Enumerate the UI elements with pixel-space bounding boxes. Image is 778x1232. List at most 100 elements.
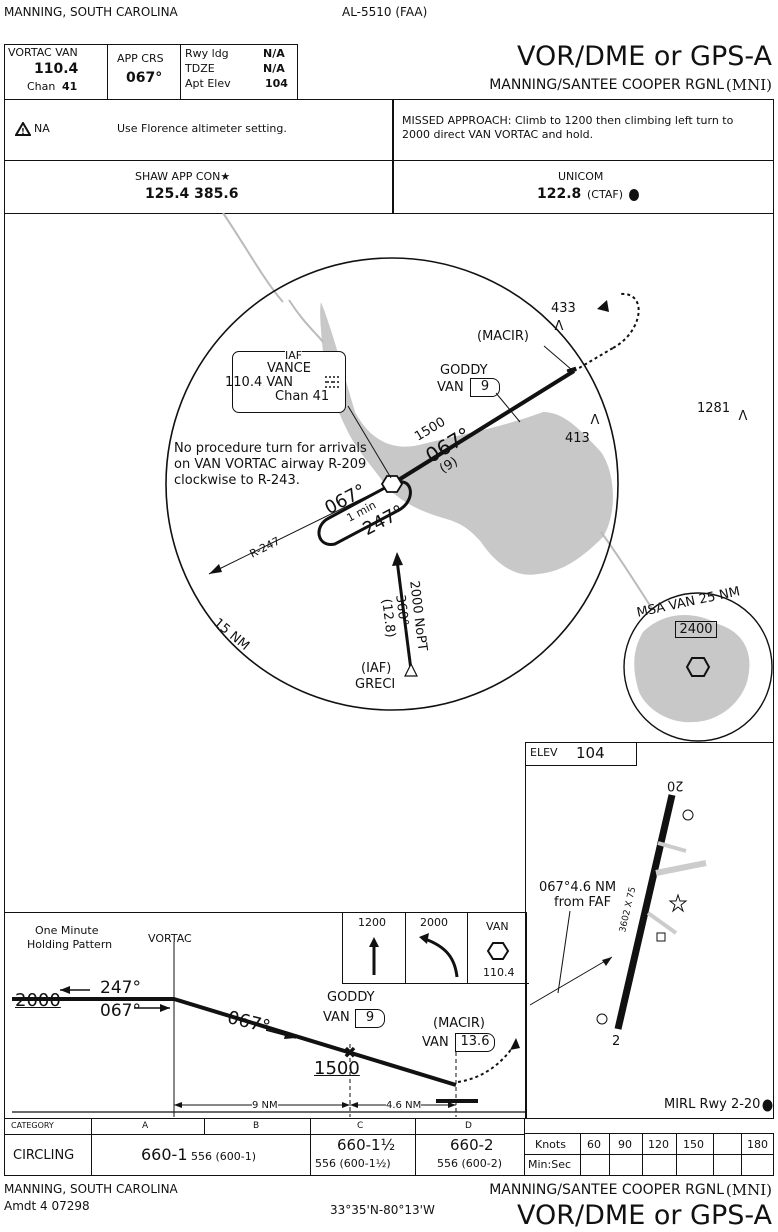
elev-label: ELEV bbox=[530, 746, 558, 759]
app-con-freqs: 125.4 385.6 bbox=[145, 186, 239, 202]
ma-alt: 2000 bbox=[420, 916, 448, 929]
climb-arrow-icon bbox=[369, 937, 379, 947]
chan-label: Chan bbox=[27, 80, 56, 93]
header-location: MANNING, SOUTH CAROLINA bbox=[4, 5, 178, 19]
svg-text:!: ! bbox=[21, 127, 25, 136]
ab-hat: 556 (600-1) bbox=[191, 1150, 257, 1163]
lighting-note: MIRL Rwy 2-20 bbox=[664, 1097, 761, 1112]
vance-name: VANCE bbox=[267, 361, 311, 376]
profile-dist-46: 4.6 NM bbox=[386, 1100, 422, 1111]
profile-view: ✖ One Minute Holding Pattern VORTAC 2000… bbox=[4, 912, 529, 1119]
knots-120: 120 bbox=[648, 1138, 669, 1151]
no-pt-note-2: on VAN VORTAC airway R-209 bbox=[174, 457, 367, 472]
footer-location: MANNING, SOUTH CAROLINA bbox=[4, 1182, 178, 1196]
na-note: NA bbox=[34, 122, 50, 135]
page-title: VOR/DME or GPS-A bbox=[517, 41, 772, 72]
profile-alt-1500: 1500 bbox=[314, 1058, 360, 1079]
ma-vortac-icon bbox=[486, 942, 510, 960]
profile-goddy-dme: 9 bbox=[355, 1009, 385, 1028]
ma-arrows bbox=[369, 933, 510, 978]
faf-note-1: 067°4.6 NM bbox=[539, 880, 617, 895]
pilot-light-icon bbox=[596, 1013, 608, 1025]
greci-name: GRECI bbox=[355, 677, 396, 692]
vance-vortac-icon bbox=[380, 475, 404, 493]
profile-goddy-van: VAN bbox=[323, 1010, 350, 1025]
beacon-star-icon bbox=[668, 893, 688, 913]
no-pt-note-3: clockwise to R-243. bbox=[174, 473, 300, 488]
profile-macir-van: VAN bbox=[422, 1035, 449, 1050]
holding-pattern bbox=[317, 480, 412, 546]
app-con-label: SHAW APP CON★ bbox=[135, 170, 231, 183]
navaid-box: VORTAC VAN 110.4 Chan 41 bbox=[4, 44, 108, 100]
plan-view: Λ Λ Λ bbox=[4, 212, 774, 913]
profile-graphic: ✖ bbox=[12, 942, 527, 1117]
elev-value: 104 bbox=[576, 744, 605, 762]
comms-row: SHAW APP CON★ 125.4 385.6 UNICOM 122.8 (… bbox=[4, 160, 774, 214]
footer-airport: MANNING/SANTEE COOPER RGNL bbox=[489, 1182, 724, 1198]
knots-90: 90 bbox=[618, 1138, 632, 1151]
ctaf-c-icon bbox=[629, 189, 639, 201]
rwy-ldg-label: Rwy ldg bbox=[185, 47, 229, 60]
cat-b: B bbox=[253, 1121, 260, 1131]
no-pt-note-1: No procedure turn for arrivals bbox=[174, 441, 367, 456]
vance-freq: 110.4 VAN bbox=[225, 375, 294, 390]
msa-vortac-icon bbox=[685, 657, 711, 677]
obstacle-1281-icon: Λ bbox=[739, 409, 748, 424]
app-crs-value: 067° bbox=[126, 70, 163, 86]
airport-diagram: ELEV 104 20 2 3602 X 75 067°4.6 NM from … bbox=[525, 742, 774, 1119]
iaf-vance-label: IAF bbox=[285, 349, 303, 363]
ma-freq: 110.4 bbox=[483, 966, 515, 979]
holding-label-1: One Minute bbox=[35, 924, 99, 937]
plan-view-graphic: Λ Λ Λ bbox=[165, 212, 773, 742]
runway-info-box: Rwy ldg N/A TDZE N/A Apt Elev 104 bbox=[180, 44, 298, 100]
tdze-label: TDZE bbox=[185, 62, 215, 75]
goddy-label: GODDY bbox=[440, 363, 488, 378]
morse-code-icon bbox=[325, 376, 339, 388]
greci-triangle-icon bbox=[404, 662, 418, 677]
rwy-2: 2 bbox=[612, 1034, 621, 1049]
knots-180: 180 bbox=[747, 1138, 768, 1151]
missed-approach-icons: 1200 2000 VAN 110.4 bbox=[342, 913, 529, 984]
rwy-ldg-value: N/A bbox=[263, 47, 285, 60]
msa-alt: 2400 bbox=[675, 621, 717, 638]
ring-circle bbox=[165, 257, 619, 711]
cat-d: D bbox=[465, 1121, 472, 1131]
footer-title: VOR/DME or GPS-A bbox=[517, 1200, 772, 1231]
unicom-freq: 122.8 bbox=[537, 186, 582, 202]
category-label: CATEGORY bbox=[11, 1121, 54, 1130]
goddy-dme: 9 bbox=[470, 378, 500, 397]
msa-circle bbox=[623, 592, 773, 742]
c-hat: 556 (600-1½) bbox=[315, 1157, 391, 1170]
app-crs-box: APP CRS 067° bbox=[107, 44, 181, 100]
tdze-value: N/A bbox=[263, 62, 285, 75]
left-turn-arrow-icon bbox=[419, 933, 429, 944]
minimums-table: CATEGORY A B C D CIRCLING 660-1 556 (600… bbox=[4, 1118, 525, 1176]
faf-note-2: from FAF bbox=[554, 895, 612, 910]
ma-climb: 1200 bbox=[358, 916, 386, 929]
macir-label: (MACIR) bbox=[477, 329, 529, 344]
rwy-20: 20 bbox=[667, 777, 684, 793]
goddy-fix-icon: ✖ bbox=[343, 1043, 356, 1062]
d-mda: 660-2 bbox=[450, 1136, 494, 1154]
ma-fix: VAN bbox=[486, 920, 509, 933]
knots-60: 60 bbox=[587, 1138, 601, 1151]
msa-lake bbox=[634, 614, 750, 723]
profile-dist-9: 9 NM bbox=[252, 1100, 278, 1111]
profile-crs-247: 247° bbox=[100, 978, 141, 998]
timing-table: Knots 60 90 120 150 180 Min:Sec bbox=[524, 1133, 774, 1176]
apt-elev-label: Apt Elev bbox=[185, 77, 231, 90]
unicom-ctaf: (CTAF) bbox=[587, 188, 623, 201]
obstacle-413-icon: Λ bbox=[591, 413, 600, 428]
profile-macir: (MACIR) bbox=[433, 1016, 485, 1031]
obstacle-1281: 1281 bbox=[697, 401, 731, 416]
obstacle-433: 433 bbox=[551, 301, 576, 316]
vance-chan: Chan 41 bbox=[275, 389, 330, 404]
profile-goddy: GODDY bbox=[327, 990, 375, 1005]
notes-row: ! NA Use Florence altimeter setting. MIS… bbox=[4, 99, 774, 161]
knots-150: 150 bbox=[683, 1138, 704, 1151]
navaid-freq: 110.4 bbox=[34, 61, 79, 77]
knots-label: Knots bbox=[535, 1138, 566, 1151]
circling-label: CIRCLING bbox=[13, 1148, 75, 1163]
cat-c: C bbox=[357, 1121, 364, 1131]
runway-graphic bbox=[529, 794, 707, 1030]
